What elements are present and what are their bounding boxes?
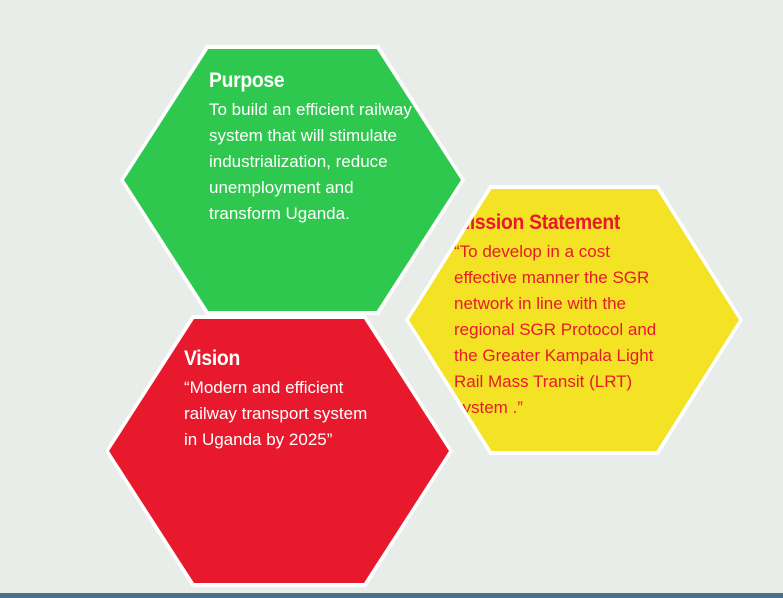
mission-hexagon: Mission Statement “To develop in a cost … xyxy=(405,185,743,455)
mission-content: Mission Statement “To develop in a cost … xyxy=(454,211,672,421)
vision-content: Vision “Modern and efficient railway tra… xyxy=(184,347,369,453)
purpose-content: Purpose To build an efficient railway sy… xyxy=(209,69,417,227)
purpose-body-text: To build an efficient railway system tha… xyxy=(209,100,412,223)
vision-hexagon: Vision “Modern and efficient railway tra… xyxy=(105,315,453,587)
slide-bottom-edge xyxy=(0,593,783,598)
purpose-hexagon-fill: Purpose To build an efficient railway sy… xyxy=(124,49,461,311)
mission-title: Mission Statement xyxy=(454,211,621,234)
vision-title: Vision xyxy=(184,347,240,370)
purpose-hexagon: Purpose To build an efficient railway sy… xyxy=(120,45,465,315)
vision-body-text: “Modern and efficient railway transport … xyxy=(184,378,368,449)
mission-body-text: “To develop in a cost effective manner t… xyxy=(454,242,657,417)
purpose-title: Purpose xyxy=(209,69,285,92)
vision-hexagon-fill: Vision “Modern and efficient railway tra… xyxy=(109,319,449,583)
mission-hexagon-fill: Mission Statement “To develop in a cost … xyxy=(409,189,739,451)
